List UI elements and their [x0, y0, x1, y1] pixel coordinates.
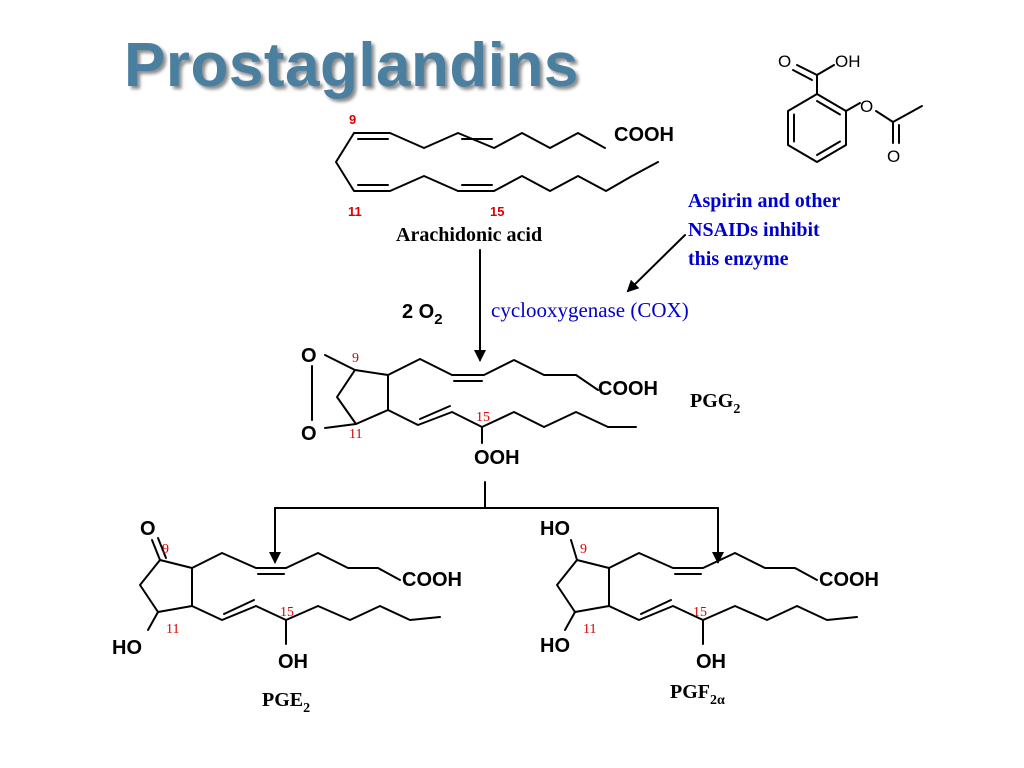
aspirin-atom-oh: OH [835, 52, 861, 71]
arachidonic-acid-structure: COOH 9 11 15 Arachidonic acid [335, 112, 674, 246]
arachidonic-acid-label: Arachidonic acid [396, 224, 542, 246]
aspirin-bond [845, 102, 861, 112]
pgg2-cooh: COOH [598, 378, 658, 400]
note-line-3: this enzyme [688, 248, 789, 270]
pgf2a-label: PGF2α [670, 681, 725, 708]
pge2-upper-chain [191, 552, 401, 581]
pgg2-ooh: OOH [474, 447, 520, 469]
pgg2-ring [336, 369, 389, 425]
aspirin-bond [875, 110, 894, 123]
pgg2-oxygen-top: O [301, 345, 317, 367]
pge2-keto-bond [157, 537, 167, 559]
pgg2-double-bond [419, 405, 451, 420]
enzyme-label-cox: cyclooxygenase (COX) [491, 298, 689, 322]
pge2-structure: O HO COOH OH 9 11 15 PGE2 [112, 518, 462, 716]
carbon-number-11: 11 [166, 622, 179, 637]
aspirin-carbonyl-bond [792, 69, 813, 81]
pge2-oh: OH [278, 651, 308, 673]
pgf2a-oh: OH [696, 651, 726, 673]
pge2-keto-oxygen: O [140, 518, 156, 540]
note-line-2: NSAIDs inhibit [688, 219, 820, 241]
arachidonic-acid-chain [335, 132, 659, 192]
carbon-number-11: 11 [349, 427, 362, 442]
carbon-number-11: 11 [583, 622, 596, 637]
pge2-ring [139, 559, 193, 613]
carbon-number-15: 15 [490, 204, 504, 219]
carbon-number-9: 9 [349, 112, 356, 127]
note-line-1: Aspirin and other [688, 190, 840, 212]
pge2-ho: HO [112, 637, 142, 659]
pgf2a-ho-bond [564, 611, 576, 631]
pgf2a-ho-bond [570, 539, 578, 561]
pge2-lower-chain [191, 605, 441, 621]
page-title: Prostaglandins [124, 31, 579, 100]
carbon-number-15: 15 [693, 605, 707, 620]
aspirin-ring-double-bond [816, 100, 841, 116]
pgf2a-cooh: COOH [819, 569, 879, 591]
carbon-number-15: 15 [476, 410, 490, 425]
pgf2a-ho-top: HO [540, 518, 570, 540]
arachidonic-acid-cooh: COOH [614, 124, 674, 146]
aspirin-atom-o: O [860, 97, 873, 116]
pge2-cooh: COOH [402, 569, 462, 591]
carbon-number-9: 9 [162, 542, 169, 557]
inhibition-arrow [626, 234, 686, 293]
branch-arrows [269, 481, 724, 564]
inhibition-note: Aspirin and other NSAIDs inhibit this en… [626, 190, 840, 293]
pgg2-peroxide-bond [324, 354, 356, 371]
aspirin-ring-double-bond [816, 140, 841, 156]
carbon-number-9: 9 [352, 351, 359, 366]
pgf2a-ho-bottom: HO [540, 635, 570, 657]
aspirin-structure: O OH O O [778, 52, 923, 166]
carbon-number-9: 9 [580, 542, 587, 557]
pgg2-oxygen-bottom: O [301, 423, 317, 445]
pgf2a-upper-chain [608, 552, 818, 581]
reagent-oxygen: 2 O2 [402, 301, 443, 328]
aspirin-atom-o: O [887, 147, 900, 166]
pgf2a-lower-chain [608, 605, 858, 621]
pgg2-structure: O O COOH OOH 9 11 15 PGG2 [301, 345, 740, 469]
pgg2-peroxide-bond [324, 423, 357, 429]
carbon-number-11: 11 [348, 204, 362, 219]
pgf2a-ring [556, 559, 610, 613]
pgg2-lower-chain [387, 409, 637, 428]
pgf2a-double-bond [640, 599, 672, 615]
pgg2-upper-chain [387, 358, 599, 391]
pge2-label: PGE2 [262, 689, 310, 716]
aspirin-bond [816, 64, 835, 76]
pgf2a-structure: HO HO COOH OH 9 11 15 PGF2α [540, 518, 879, 708]
aspirin-methyl-bond [892, 105, 923, 123]
reaction-step-1: 2 O2 cyclooxygenase (COX) [402, 249, 689, 362]
aspirin-atom-o: O [778, 52, 791, 71]
pge2-keto-bond [151, 539, 161, 561]
aspirin-carbonyl-bond [796, 64, 818, 76]
pge2-double-bond [223, 599, 255, 615]
aspirin-benzene-ring [787, 93, 847, 163]
carbon-number-15: 15 [280, 605, 294, 620]
pge2-ho-bond [147, 611, 159, 631]
pgg2-label: PGG2 [690, 390, 740, 417]
